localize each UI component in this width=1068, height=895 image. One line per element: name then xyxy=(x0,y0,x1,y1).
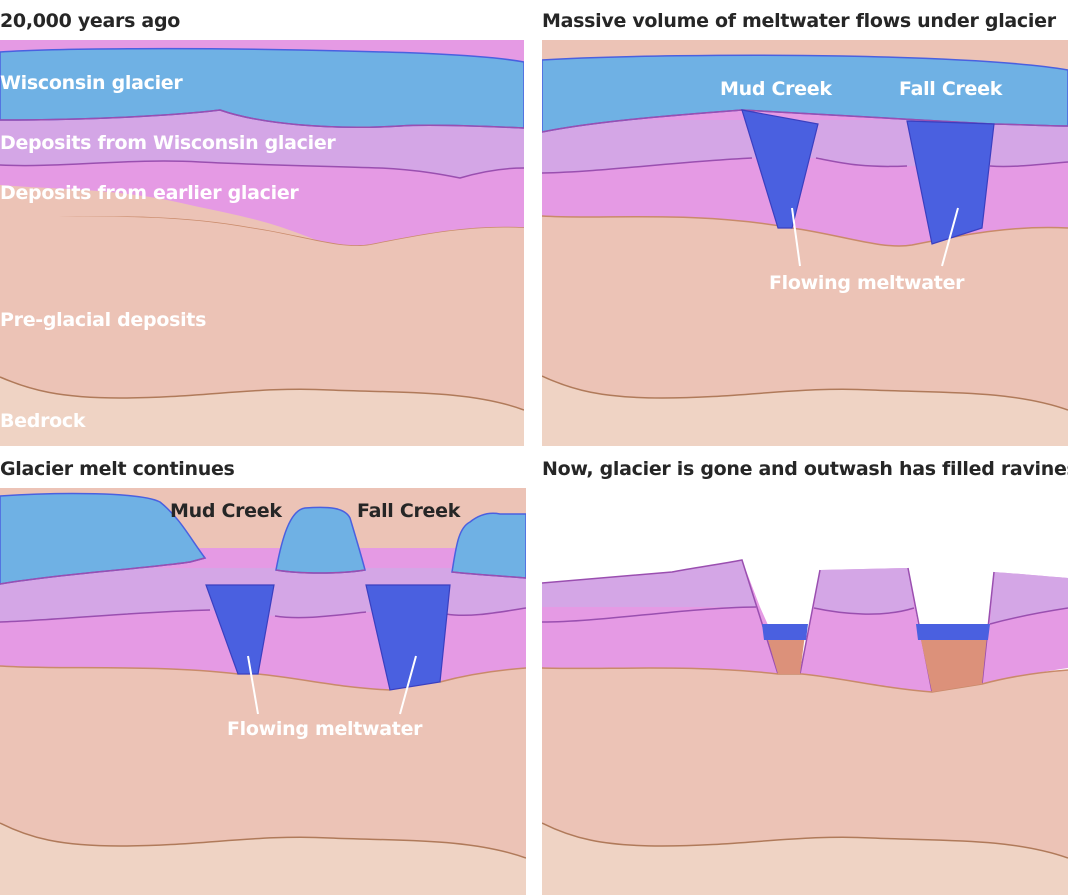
fall-creek-channel xyxy=(365,584,451,691)
panel-4-diagram xyxy=(542,488,1068,895)
bedrock-layer xyxy=(542,376,1068,446)
preglacial-layer xyxy=(542,668,1068,895)
flowing-meltwater-label: Flowing meltwater xyxy=(769,272,965,294)
mud-creek-label: Mud Creek xyxy=(720,78,832,100)
mud-creek-water xyxy=(762,624,808,640)
deposits-wisconsin-layer-left xyxy=(542,560,756,607)
panel-2-diagram xyxy=(542,40,1068,446)
wisconsin-glacier-label: Wisconsin glacier xyxy=(0,72,183,94)
deposits-wisconsin-layer-middle xyxy=(814,568,914,615)
panel-3-title: Glacier melt continues xyxy=(0,458,235,480)
fall-creek-label: Fall Creek xyxy=(357,500,461,522)
panel-1-title: 20,000 years ago xyxy=(0,10,180,32)
bedrock-label: Bedrock xyxy=(0,410,86,432)
fall-creek-water xyxy=(916,624,990,640)
meltwater-pointer-mud xyxy=(247,655,259,715)
fall-creek-channel xyxy=(906,120,995,245)
panel-3-diagram xyxy=(0,488,526,895)
panel-1-diagram xyxy=(0,40,524,446)
panel-2-cross-section: Mud Creek Fall Creek Flowing meltwater xyxy=(542,40,1068,446)
fall-creek-outwash xyxy=(918,626,988,692)
bedrock-layer xyxy=(0,823,526,895)
panel-3-cross-section: Mud Creek Fall Creek Flowing meltwater xyxy=(0,488,526,895)
panel-2-title: Massive volume of meltwater flows under … xyxy=(542,10,1056,32)
meltwater-pointer-fall xyxy=(399,655,417,715)
panel-1-cross-section: Wisconsin glacier Deposits from Wisconsi… xyxy=(0,40,524,446)
meltwater-pointer-fall xyxy=(941,207,959,267)
mud-creek-channel xyxy=(741,109,819,229)
mud-creek-channel xyxy=(205,584,275,675)
deposits-earlier-label: Deposits from earlier glacier xyxy=(0,182,299,204)
fall-creek-label: Fall Creek xyxy=(899,78,1003,100)
meltwater-pointer-mud xyxy=(791,207,801,267)
panel-4-title: Now, glacier is gone and outwash has fil… xyxy=(542,458,1068,480)
flowing-meltwater-label: Flowing meltwater xyxy=(227,718,423,740)
mud-creek-label: Mud Creek xyxy=(170,500,282,522)
bedrock-layer xyxy=(542,823,1068,895)
deposits-wisconsin-label: Deposits from Wisconsin glacier xyxy=(0,132,336,154)
preglacial-label: Pre-glacial deposits xyxy=(0,309,207,331)
panel-4-cross-section xyxy=(542,488,1068,895)
